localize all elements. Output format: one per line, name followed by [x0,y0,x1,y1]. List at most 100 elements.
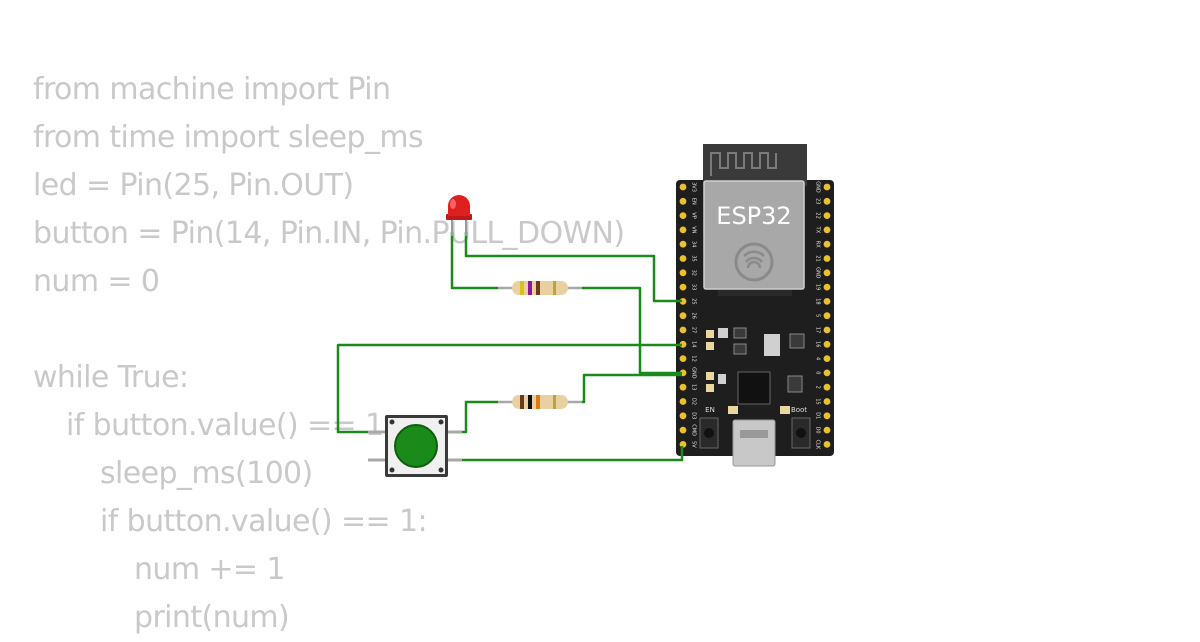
pin-label: 3V3 [691,182,697,192]
pin-left-35[interactable] [679,255,687,262]
pin-label: VN [691,226,697,233]
pin-left-D2[interactable] [679,398,687,405]
red-led[interactable] [446,195,472,236]
wire-led-cathode-to-resistor [450,232,498,290]
boot-button-label: Boot [791,406,807,414]
pin-right-2[interactable] [823,383,831,391]
board-components [706,327,805,414]
code-line: num = 0 [33,264,160,299]
esp32-board[interactable]: ESP32 EN Boot [676,144,834,467]
resistor-pulldown[interactable] [498,395,582,409]
pin-label: 14 [691,341,697,347]
pin-left-13[interactable] [679,383,687,391]
pin-label: 15 [815,398,821,404]
pin-right-21[interactable] [823,255,831,262]
pin-left-32[interactable] [679,269,687,277]
pin-label: GND [815,181,821,193]
pin-right-CLK[interactable] [823,441,831,448]
pin-left-26[interactable] [679,312,687,320]
pin-label: 35 [691,255,697,261]
pin-label: GND [691,367,697,379]
pin-label: GND [815,267,821,279]
pin-right-RX[interactable] [823,240,831,248]
pin-left-12[interactable] [679,355,687,362]
pin-right-18[interactable] [823,298,831,305]
en-button[interactable] [699,417,719,449]
pin-label: CMD [691,424,697,436]
pin-label: TX [815,226,821,234]
code-line: button = Pin(14, Pin.IN, Pin.PULL_DOWN) [33,216,625,251]
pin-left-33[interactable] [679,283,687,291]
en-button-label: EN [705,406,715,414]
pin-label: 33 [691,284,697,290]
usb-connector [732,419,776,467]
code-line: if button.value() == 1: [100,504,428,539]
code-line: num += 1 [134,552,285,587]
pin-right-D0[interactable] [823,426,831,434]
pin-right-16[interactable] [823,340,831,348]
pin-label: 34 [691,241,697,247]
pin-label: D1 [815,412,821,419]
pin-right-GND[interactable] [823,183,831,191]
wire-resistor-to-gnd [582,286,682,375]
push-button[interactable] [368,415,462,477]
left-pin-header: 3V3ENVPVN343532332526271412GND13D2D3CMD5… [679,182,697,448]
wire-button-to-pulldown [462,400,498,434]
boot-button[interactable] [791,417,811,449]
antenna-area [703,144,807,186]
pin-label: 12 [691,355,697,361]
rf-shield [703,180,805,290]
wire-button-to-5v [462,446,684,462]
pin-label: 25 [691,298,697,304]
code-line: while True: [33,360,189,395]
wires [336,232,684,462]
pin-label: 0 [815,371,821,374]
pin-label: 19 [815,284,821,290]
pin-right-0[interactable] [823,369,831,377]
pin-right-GND[interactable] [823,269,831,277]
wire-pulldown-to-gnd [582,373,682,404]
pin-right-23[interactable] [823,197,831,205]
pin-label: D0 [815,427,821,434]
pin-left-3V3[interactable] [679,183,687,191]
pin-label: 4 [815,357,821,360]
pin-right-5[interactable] [823,312,831,320]
pin-label: 32 [691,270,697,276]
pin-left-27[interactable] [679,326,687,334]
pin-left-D3[interactable] [679,412,687,420]
button-cap [394,424,438,468]
pin-left-VN[interactable] [679,226,687,234]
pin-label: CLK [815,440,821,450]
pin-right-TX[interactable] [823,226,831,234]
pin-label: D3 [691,412,697,419]
code-line: from machine import Pin [33,72,391,107]
pin-label: 18 [815,298,821,304]
pin-left-34[interactable] [679,240,687,248]
pin-right-15[interactable] [823,398,831,405]
wire-led-anode-to-gpio25 [464,232,682,303]
code-line: led = Pin(25, Pin.OUT) [33,168,354,203]
pin-right-4[interactable] [823,355,831,362]
resistor-led[interactable] [498,281,582,295]
pin-right-17[interactable] [823,326,831,334]
pin-label: 5 [815,314,821,317]
pin-left-VP[interactable] [679,212,687,220]
pin-left-25[interactable] [679,298,687,305]
code-line: print(num) [134,600,290,635]
pin-right-19[interactable] [823,283,831,291]
espressif-logo-icon [734,242,774,282]
pin-right-22[interactable] [823,212,831,220]
code-line: from time import sleep_ms [33,120,424,155]
pin-left-EN[interactable] [679,197,687,205]
pin-left-CMD[interactable] [679,426,687,434]
pin-label: 5V [691,441,697,448]
pin-label: RX [815,241,821,248]
pin-right-D1[interactable] [823,412,831,420]
wire-gpio14-to-button [336,343,682,434]
pin-label: 17 [815,327,821,333]
pin-label: 26 [691,313,697,319]
pin-label: 13 [691,384,697,390]
code-line: sleep_ms(100) [100,456,313,491]
